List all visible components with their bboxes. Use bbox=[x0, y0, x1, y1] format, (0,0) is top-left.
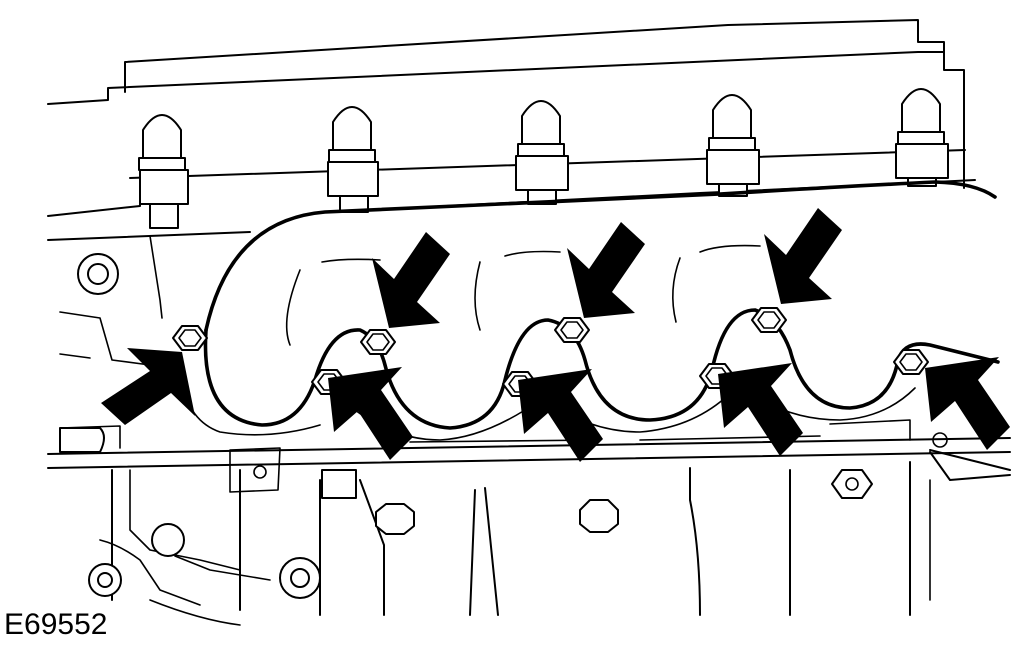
arrow-1 bbox=[101, 348, 195, 425]
coil-3 bbox=[515, 100, 569, 205]
coil-2 bbox=[327, 106, 379, 213]
nut-5 bbox=[554, 317, 590, 343]
nut-1 bbox=[172, 325, 208, 351]
ignition-coils bbox=[138, 88, 949, 229]
coil-1 bbox=[138, 114, 189, 229]
arrow-2 bbox=[328, 367, 413, 460]
coil-4 bbox=[706, 94, 760, 197]
cylinder-head-cover bbox=[47, 19, 976, 241]
arrow-6 bbox=[718, 363, 803, 456]
callout-arrows bbox=[101, 208, 1010, 462]
heat-shield bbox=[59, 180, 997, 366]
arrow-8 bbox=[925, 357, 1010, 450]
nut-8 bbox=[893, 349, 929, 375]
coil-5 bbox=[895, 88, 949, 187]
nut-7 bbox=[751, 307, 787, 333]
engine-block bbox=[47, 419, 1011, 616]
arrow-5 bbox=[567, 222, 645, 318]
arrow-3 bbox=[372, 232, 450, 328]
arrow-7 bbox=[764, 208, 842, 304]
nut-3 bbox=[360, 329, 396, 355]
block-bolts bbox=[321, 469, 873, 535]
arrow-4 bbox=[518, 369, 603, 462]
figure-reference-number: E69552 bbox=[4, 608, 108, 641]
left-bracket bbox=[59, 253, 948, 626]
